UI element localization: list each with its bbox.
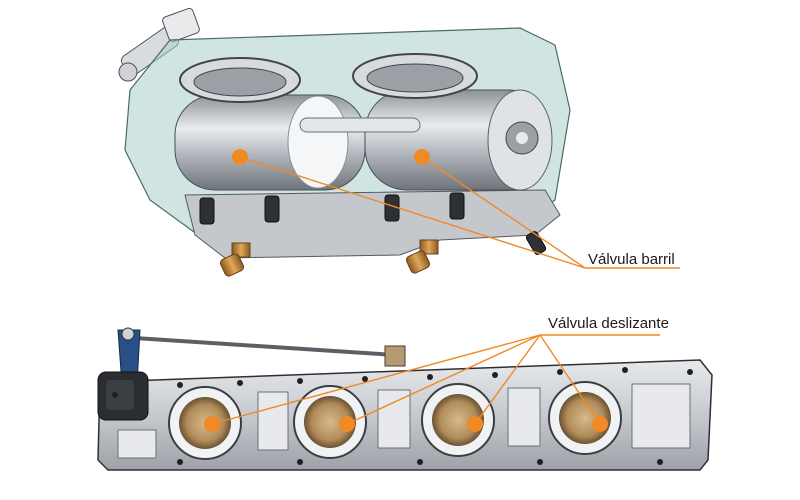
callout-dot [592,416,608,432]
barrel-shaft [299,117,421,133]
brass-fitting-left [219,242,251,277]
callout-dot [339,416,355,432]
mounting-bolts-top [199,192,547,255]
sliding-valve-assembly [97,327,713,471]
callout-dot [232,149,248,165]
barrel-cylinder-left [174,94,366,191]
slide-slots [117,383,691,459]
valve-bore-3 [421,383,495,457]
barrel-valve-callouts [232,149,680,269]
inlet-port-left [179,57,301,103]
barrel-valve-assembly [118,7,571,277]
valve-bore-2 [293,385,367,459]
barrel-valve-label: Válvula barril [588,251,675,268]
sliding-valve-callouts [204,334,660,432]
valve-bore-4 [548,381,622,455]
callout-dot [467,416,483,432]
plate-screws [112,367,693,465]
barrel-cylinder-right [364,89,553,191]
sliding-valve-label: Válvula deslizante [548,315,669,332]
linkage-rod [134,336,396,357]
throttle-linkage-top [118,7,200,82]
inlet-port-right [352,53,478,99]
callout-dot [204,416,220,432]
callout-dot [414,149,430,165]
position-sensor [97,371,149,421]
brass-fitting-right [405,239,439,274]
